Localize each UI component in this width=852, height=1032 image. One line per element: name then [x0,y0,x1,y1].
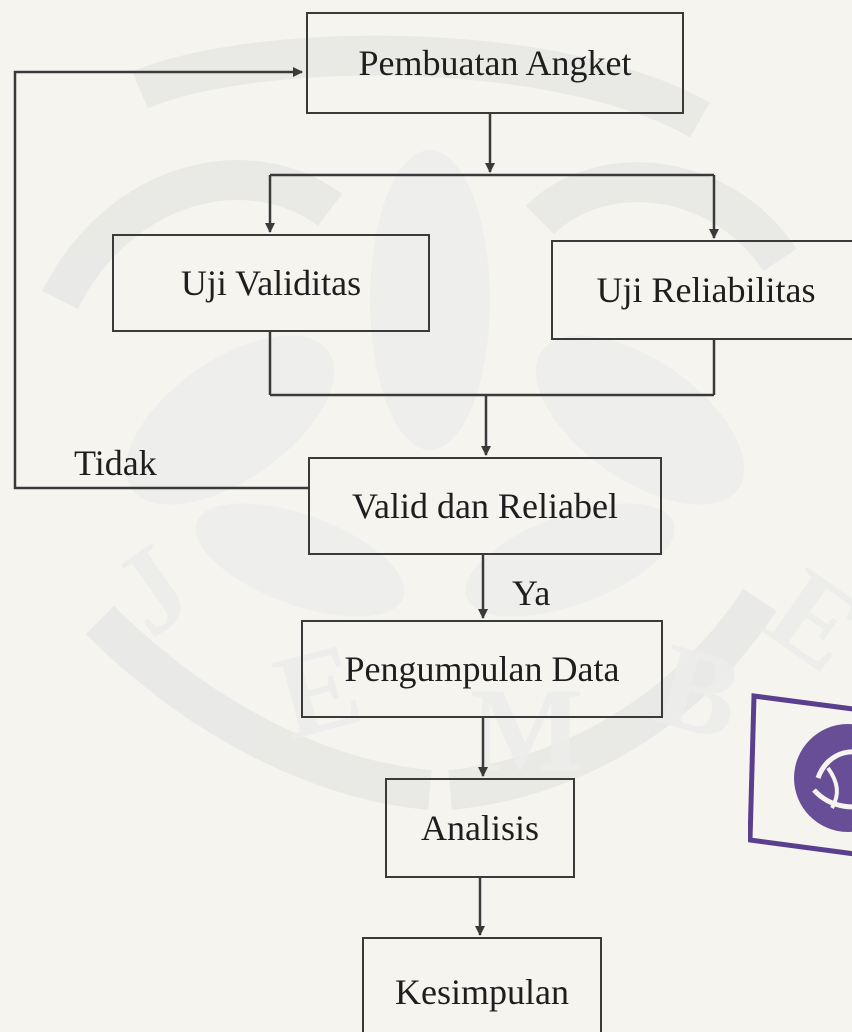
connector-tidak-loop [13,67,310,490]
node-valid-dan-reliabel: Valid dan Reliabel [308,457,662,555]
node-pembuatan-angket: Pembuatan Angket [306,12,684,114]
node-uji-reliabilitas-label: Uji Reliabilitas [596,270,816,310]
node-uji-validitas-label: Uji Validitas [180,263,362,303]
node-uji-validitas: Uji Validitas [112,234,430,332]
node-pengumpulan-data: Pengumpulan Data [301,620,663,718]
svg-text:M: M [470,663,583,796]
university-stamp [748,693,852,857]
node-kesimpulan: Kesimpulan [362,937,602,1032]
node-kesimpulan-label: Kesimpulan [395,972,569,1012]
node-pengumpulan-data-label: Pengumpulan Data [344,649,620,689]
node-valid-dan-reliabel-label: Valid dan Reliabel [352,486,618,526]
node-analisis-label: Analisis [420,808,539,848]
edge-label-ya: Ya [512,573,551,613]
edge-label-tidak: Tidak [74,443,157,483]
node-pembuatan-angket-label: Pembuatan Angket [358,43,632,83]
node-uji-reliabilitas: Uji Reliabilitas [551,240,852,340]
node-analisis: Analisis [385,778,575,878]
